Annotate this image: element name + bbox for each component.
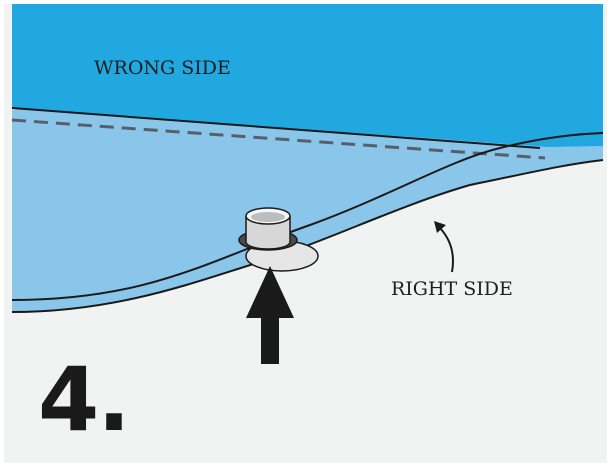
up-arrow-icon: [246, 266, 294, 364]
right-side-edge: [11, 159, 604, 313]
right-side-label: RIGHT SIDE: [391, 278, 513, 300]
fabric-fold-edge: [11, 132, 604, 301]
seam-fold-line: [11, 118, 546, 160]
wrong-side-edge: [11, 107, 541, 149]
wrong-side-label: WRONG SIDE: [94, 57, 231, 79]
wrong-side-fabric: [12, 4, 603, 147]
step-number: 4.: [38, 348, 131, 451]
grommet-eyelet-icon: [238, 207, 319, 272]
right-side-pointer-icon: [434, 221, 454, 273]
